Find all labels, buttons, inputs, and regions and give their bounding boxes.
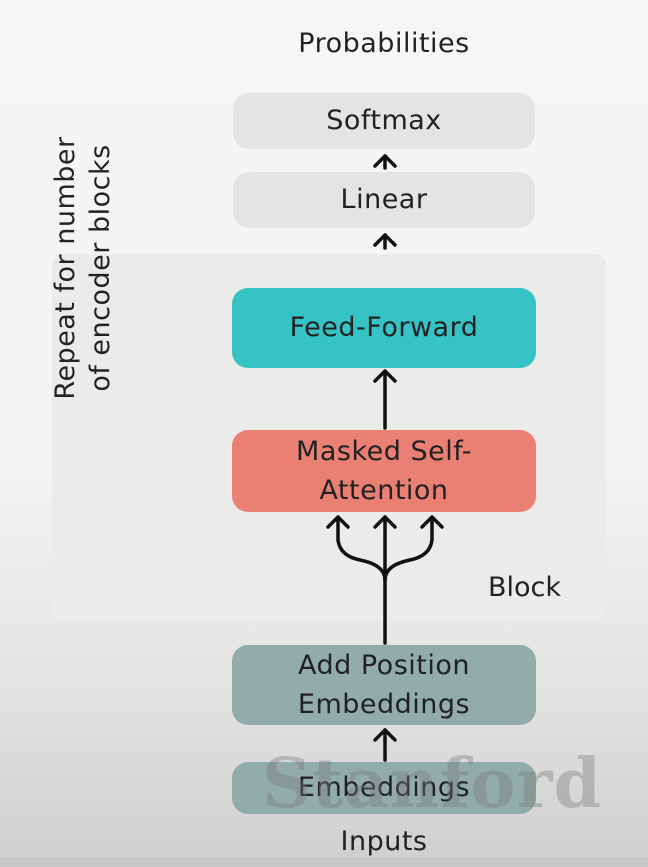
feed-forward-box: Feed-Forward xyxy=(232,288,536,368)
feed-forward-label: Feed-Forward xyxy=(289,312,479,344)
masked-self-attention-label-line1: Masked Self- xyxy=(296,435,472,467)
arrow-block-to-linear xyxy=(373,233,397,250)
arrow-linear-to-softmax xyxy=(373,154,397,170)
softmax-label: Softmax xyxy=(326,105,442,137)
embeddings-label: Embeddings xyxy=(297,772,471,804)
output-label-probabilities: Probabilities xyxy=(298,28,470,59)
masked-self-attention-box: Masked Self- Attention xyxy=(232,430,536,512)
add-position-embeddings-box: Add Position Embeddings xyxy=(232,645,536,725)
bottom-edge-strip xyxy=(0,857,648,867)
position-embeddings-label-line2: Embeddings xyxy=(297,689,471,720)
embeddings-box: Embeddings xyxy=(232,762,536,814)
input-label-inputs: Inputs xyxy=(340,826,428,857)
linear-label: Linear xyxy=(340,184,428,216)
arrow-attention-to-feed-forward xyxy=(373,369,397,430)
block-label: Block xyxy=(488,572,562,603)
position-embeddings-label-line1: Add Position xyxy=(298,649,470,681)
arrow-embeddings-to-position-embeddings xyxy=(373,728,397,762)
softmax-box: Softmax xyxy=(233,93,535,149)
linear-box: Linear xyxy=(233,172,535,228)
masked-self-attention-label-line2: Attention xyxy=(319,475,449,506)
arrow-embeddings-to-attention-qkv xyxy=(326,515,444,645)
